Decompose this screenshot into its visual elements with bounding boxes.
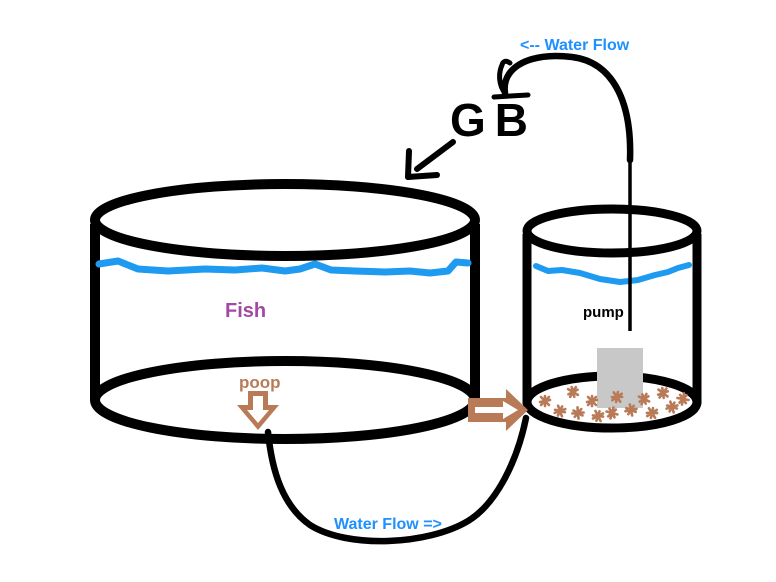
fish-tank-base bbox=[90, 356, 480, 444]
poop-callout: poop bbox=[237, 373, 281, 430]
gravel-dot bbox=[656, 386, 670, 400]
return-pipe bbox=[501, 52, 634, 164]
fish-tank-water-line bbox=[95, 257, 472, 277]
gravel-dot bbox=[644, 405, 660, 421]
gb-overbar bbox=[491, 92, 531, 100]
gravel-dot bbox=[565, 384, 581, 400]
water-flow-top-label: <-- Water Flow bbox=[520, 37, 630, 54]
water-flow-bottom-label: Water Flow => bbox=[334, 516, 442, 533]
gravel-dot bbox=[569, 404, 587, 422]
gravel-dot bbox=[538, 394, 552, 408]
grow-tank-water-line bbox=[533, 262, 692, 285]
pump-outlet-box bbox=[612, 331, 635, 347]
gravel-dot bbox=[585, 394, 599, 408]
gb-arrow-icon bbox=[405, 139, 456, 180]
fish-label: Fish bbox=[225, 300, 266, 322]
gb-label: GB bbox=[450, 94, 537, 146]
gravel-dot bbox=[590, 408, 606, 424]
gravel-dot bbox=[609, 389, 625, 405]
drain-pipe bbox=[264, 414, 530, 545]
gravel-dot bbox=[603, 404, 621, 422]
pump: pump bbox=[583, 148, 643, 408]
fish-tank: Fish bbox=[90, 179, 480, 444]
pump-label: pump bbox=[583, 304, 624, 321]
gravel-dot bbox=[663, 398, 681, 416]
pump-body bbox=[597, 348, 643, 408]
poop-label: poop bbox=[239, 373, 281, 392]
gravel-dot bbox=[552, 403, 568, 419]
fish-tank-rim bbox=[90, 179, 480, 261]
pipe-arrow-icon bbox=[497, 58, 513, 96]
poop-arrow-icon bbox=[237, 391, 279, 430]
transfer-arrow-icon bbox=[468, 389, 528, 431]
gb-callout: GB bbox=[405, 92, 537, 180]
grow-tank-rim bbox=[522, 204, 702, 258]
